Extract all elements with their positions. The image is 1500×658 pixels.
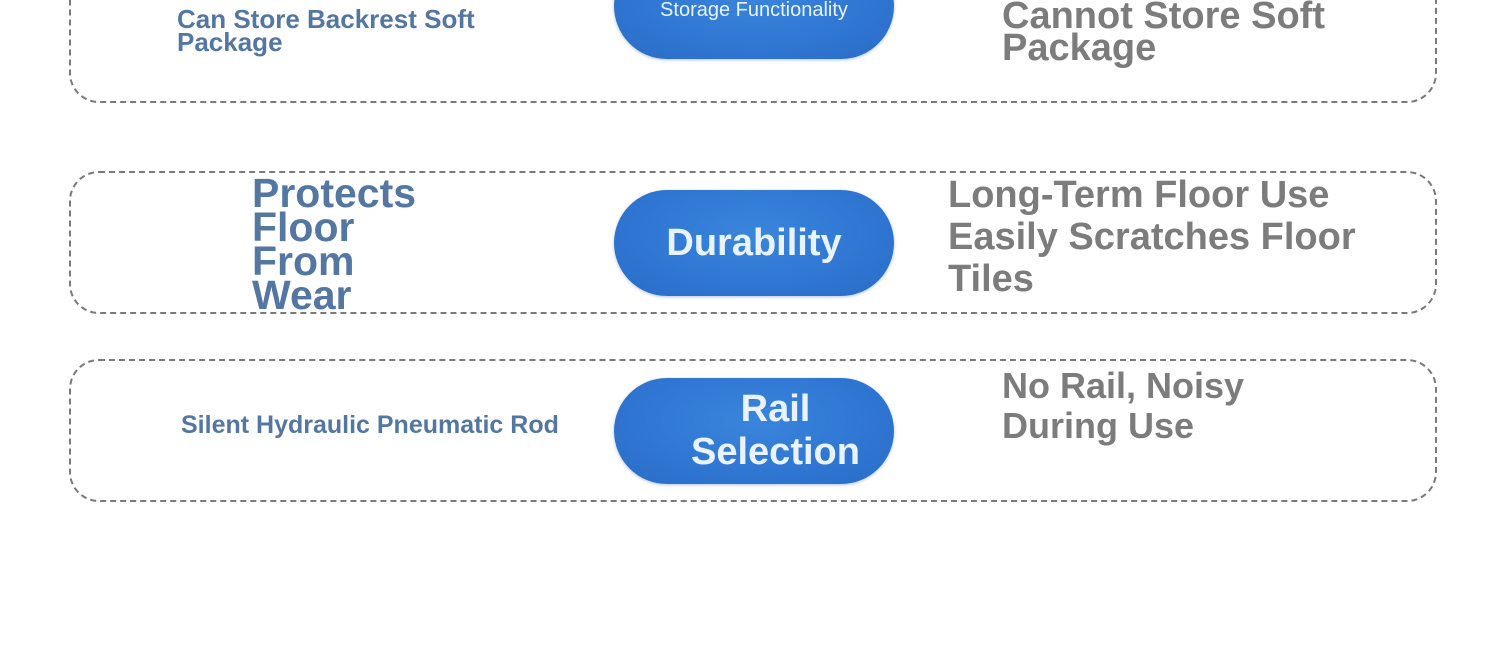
row-1-category-pill: Storage Functionality bbox=[614, 0, 894, 59]
row-3-right-feature: No Rail, Noisy During Use bbox=[1002, 365, 1245, 446]
row-3-category-pill: Rail Selection bbox=[614, 378, 894, 484]
row-2-right-feature: Long-Term Floor Use Easily Scratches Flo… bbox=[948, 174, 1356, 300]
comparison-row-storage bbox=[69, 0, 1437, 103]
row-1-left-feature: Can Store Backrest Soft Package bbox=[177, 4, 475, 57]
row-3-left-feature: Silent Hydraulic Pneumatic Rod bbox=[181, 411, 559, 439]
comparison-row-durability bbox=[69, 171, 1437, 314]
row-1-right-feature: Cannot Store Soft Package bbox=[1002, 0, 1325, 69]
row-2-left-feature: Protects Floor From Wear bbox=[252, 170, 417, 318]
row-2-category-pill: Durability bbox=[614, 190, 894, 296]
comparison-row-rail bbox=[69, 359, 1437, 502]
